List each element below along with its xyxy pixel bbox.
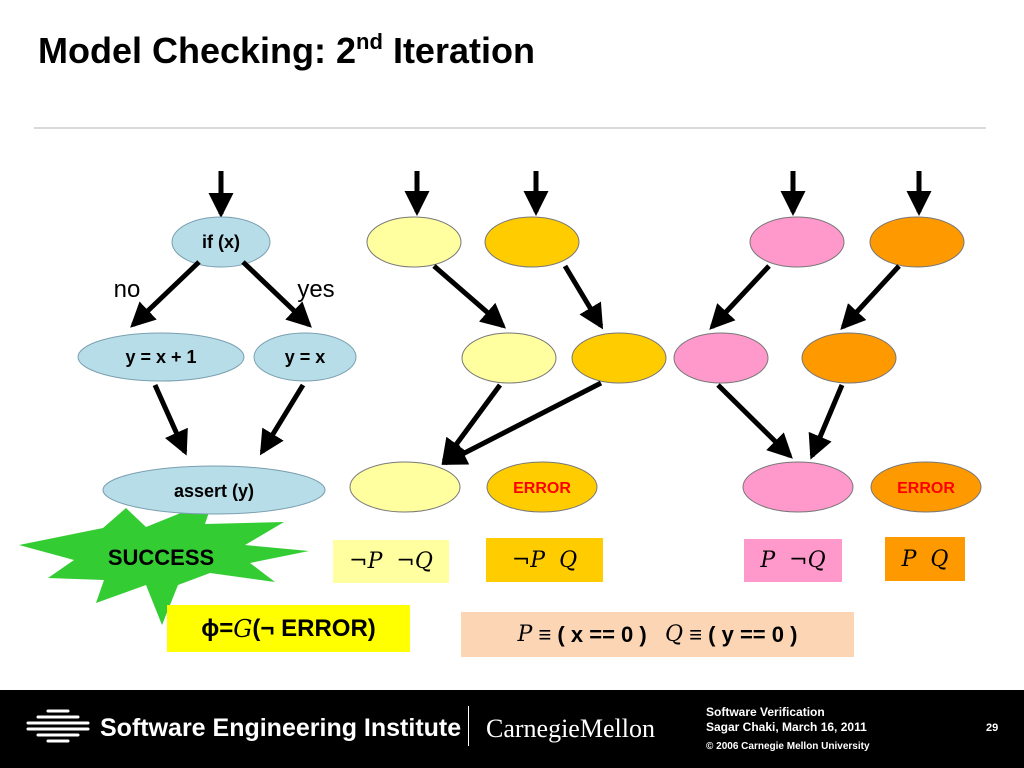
property-formula-box: ϕ = G(¬ ERROR)	[167, 605, 410, 652]
abstract-node-assert-notP-notQ	[349, 461, 461, 513]
abstract-node-if-notP-notQ	[366, 216, 462, 268]
abstract-node-else-P-notQ	[673, 332, 769, 384]
edge-then-notP-Q-to-assert	[441, 380, 603, 466]
abstract-node-error-P-Q: ERROR	[870, 461, 982, 513]
no-label: no	[114, 276, 141, 303]
edge-if-notP-Q-to-then	[562, 264, 604, 330]
course-info: Software Verification Sagar Chaki, March…	[706, 705, 867, 735]
edge-if-P-notQ-to-else	[709, 264, 771, 330]
else-node: y = x + 1	[77, 332, 245, 382]
edge-else-P-Q-to-assert	[808, 384, 845, 460]
abstract-node-if-P-Q	[869, 216, 965, 268]
footer-bar: Software Engineering Institute CarnegieM…	[0, 690, 1024, 768]
predicate-P: P	[517, 622, 533, 647]
predicate-box-notP-Q: ¬P Q	[486, 538, 603, 582]
else-to-assert-edge	[152, 383, 188, 456]
slide-title: Model Checking: 2nd Iteration	[38, 29, 535, 71]
edge-else-P-notQ-to-assert	[716, 383, 793, 459]
abstract-node-error-notP-Q: ERROR	[486, 461, 598, 513]
page-number: 29	[986, 722, 999, 734]
title-divider	[34, 127, 986, 129]
predicate-box-notP-notQ: ¬P ¬Q	[333, 540, 449, 583]
sei-globe-logo-icon	[26, 709, 90, 743]
error-label-P-Q: ERROR	[897, 480, 955, 497]
course-title: Software Verification	[706, 705, 825, 719]
institute-name: Software Engineering Institute	[100, 714, 462, 742]
model-checking-diagram: SUCCESS if (x) no yes y = x + 1 y = x as…	[19, 171, 982, 625]
predicate-P-definition: ≡ ( x == 0 )	[538, 621, 647, 647]
predicate-definitions-box: P ≡ ( x == 0 ) Q ≡ ( y == 0 )	[461, 612, 854, 657]
error-label-notP-Q: ERROR	[513, 480, 571, 497]
edge-if-notP-notQ-to-then	[432, 264, 507, 329]
copyright: © 2006 Carnegie Mellon University	[706, 741, 870, 752]
predicate-Q: Q	[665, 622, 684, 647]
success-starburst	[19, 500, 309, 625]
abstract-node-if-notP-Q	[484, 216, 580, 268]
predicate-box-P-Q: P Q	[885, 537, 965, 581]
globally-operator: G	[233, 614, 253, 643]
assert-node-label: assert (y)	[174, 481, 254, 501]
author-date: Sagar Chaki, March 16, 2011	[706, 720, 867, 734]
yes-edge	[241, 260, 312, 328]
abstract-node-else-P-Q	[801, 332, 897, 384]
footer-separator	[468, 706, 469, 746]
no-edge	[130, 260, 201, 328]
assert-node: assert (y)	[102, 465, 326, 515]
university-name: CarnegieMellon	[486, 714, 655, 743]
then-node: y = x	[253, 332, 357, 382]
predicate-box-P-notQ: P ¬Q	[744, 539, 842, 582]
abstract-node-then-notP-Q	[571, 332, 667, 384]
abstract-node-assert-P-notQ	[742, 461, 854, 513]
predicate-Q-definition: ≡ ( y == 0 )	[689, 621, 798, 647]
abstract-node-then-notP-notQ	[461, 332, 557, 384]
success-label: SUCCESS	[108, 545, 214, 570]
else-node-label: y = x + 1	[125, 347, 196, 367]
if-node-label: if (x)	[202, 232, 240, 252]
if-node: if (x)	[171, 216, 271, 268]
phi-symbol: ϕ	[201, 614, 220, 642]
edge-if-P-Q-to-else	[840, 264, 901, 330]
then-to-assert-edge	[259, 383, 306, 456]
yes-label: yes	[297, 276, 334, 303]
abstract-node-if-P-notQ	[749, 216, 845, 268]
then-node-label: y = x	[285, 347, 326, 367]
